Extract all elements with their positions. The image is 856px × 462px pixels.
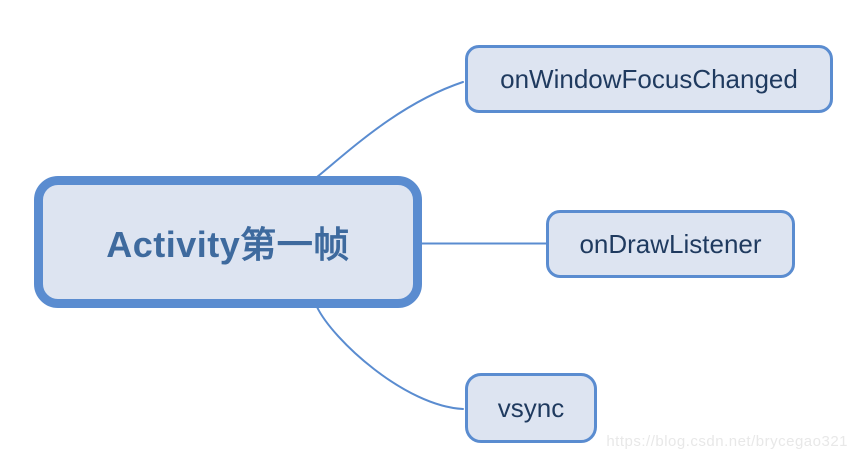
root-node-label: Activity第一帧 xyxy=(106,224,350,265)
mindmap-root-node[interactable]: Activity第一帧 xyxy=(34,176,422,308)
mindmap-node-ondrawlistener[interactable]: onDrawListener xyxy=(546,210,795,278)
connector-root-to-onwindowfocuschanged xyxy=(316,81,464,178)
connector-root-to-vsync xyxy=(316,306,464,410)
mindmap-node-vsync[interactable]: vsync xyxy=(465,373,597,443)
watermark-text: https://blog.csdn.net/brycegao321 xyxy=(606,433,848,450)
child-node-label: onWindowFocusChanged xyxy=(500,63,798,94)
child-node-label: onDrawListener xyxy=(579,228,762,259)
child-node-label: vsync xyxy=(497,392,565,423)
mindmap-node-onwindowfocuschanged[interactable]: onWindowFocusChanged xyxy=(465,45,833,113)
